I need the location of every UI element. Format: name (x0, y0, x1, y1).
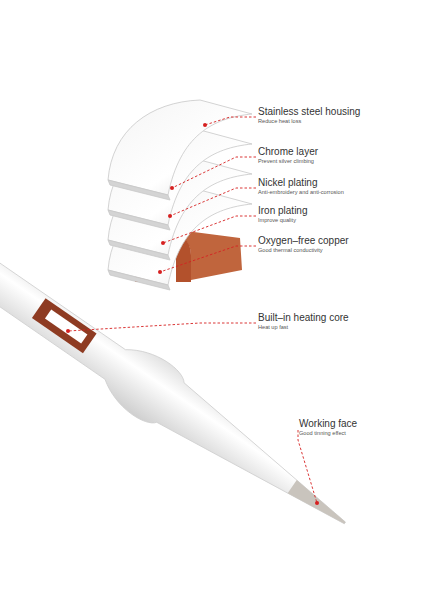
plating-shells (108, 100, 252, 290)
part-name: Working face (299, 418, 357, 429)
part-note: Prevent silver climbing (258, 158, 314, 164)
part-name: Iron plating (258, 205, 307, 216)
leader-lines (68, 117, 317, 503)
part-name: Oxygen–free copper (258, 235, 349, 246)
part-name: Nickel plating (258, 177, 317, 188)
part-note: Heat up fast (258, 324, 288, 330)
part-name: Chrome layer (258, 146, 318, 157)
part-note: Good tinning effect (299, 430, 346, 436)
part-name: Built–in heating core (258, 312, 349, 323)
part-note: Reduce heat loss (258, 118, 301, 124)
part-name: Stainless steel housing (258, 106, 360, 117)
part-note: Improve quality (258, 217, 296, 223)
part-note: Anti-embroidery and anti-corrosion (258, 189, 344, 195)
part-note: Good thermal conductivity (258, 247, 323, 253)
soldering-tip (0, 242, 363, 549)
